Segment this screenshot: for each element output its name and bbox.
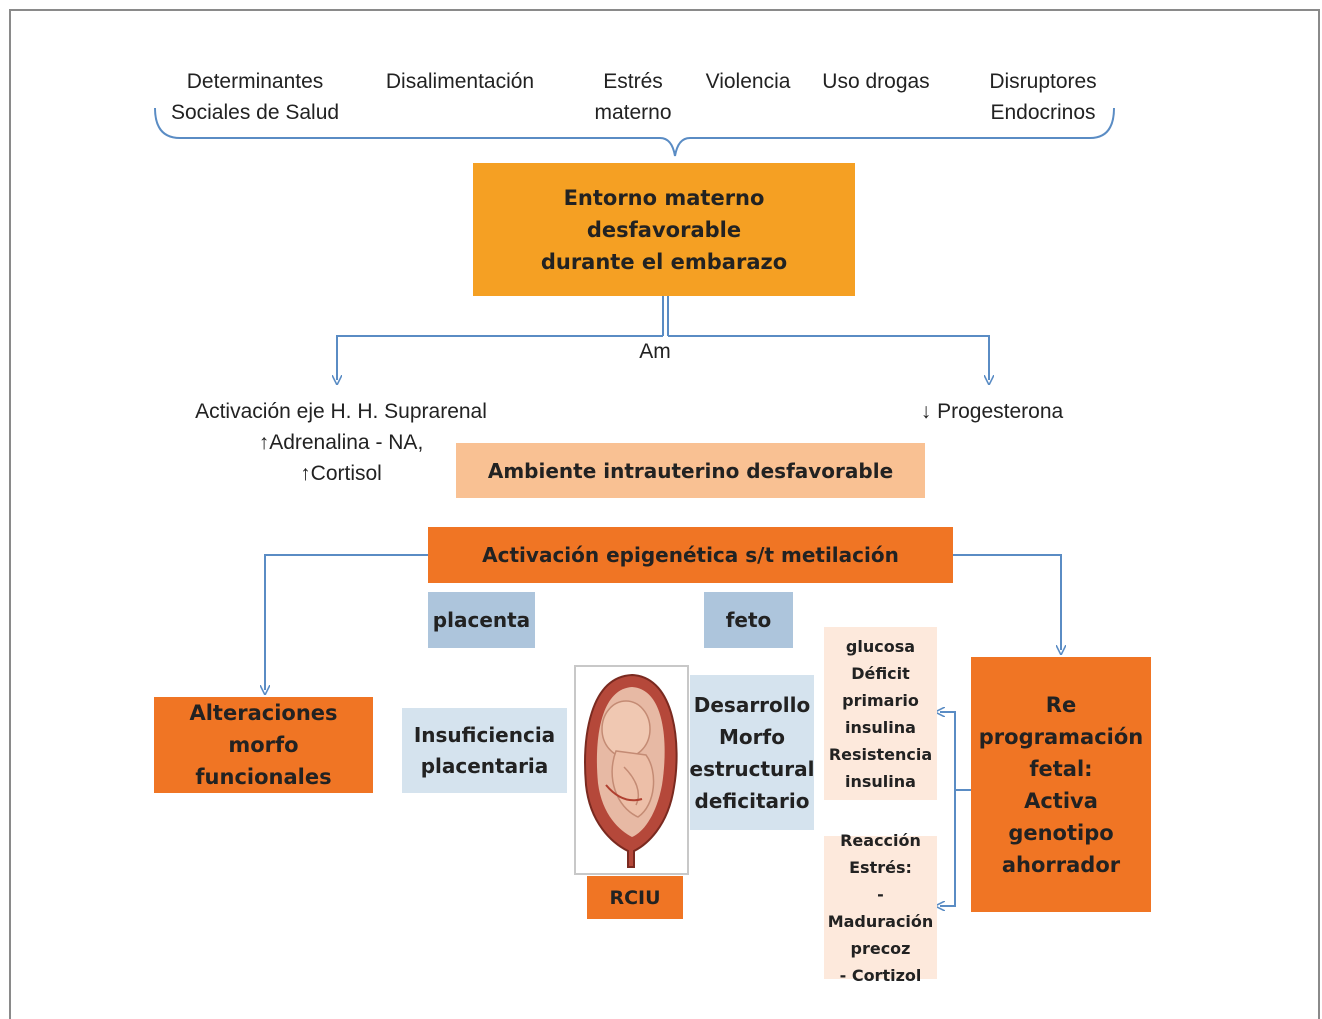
cortisol-line: ↑Cortisol: [300, 462, 382, 485]
rciu-box: RCIU: [587, 876, 683, 919]
alteraciones-box: Alteraciones morfo funcionales: [154, 697, 373, 793]
determinant-drogas: Uso drogas: [822, 70, 930, 93]
arrow-to-reprogramacion: [953, 554, 1061, 650]
am-label: Am: [639, 340, 671, 363]
glucosa-box: glucosa Déficit primario insulina Resist…: [824, 627, 937, 800]
entorno-materno-box: Entorno materno desfavorable durante el …: [473, 163, 855, 296]
determinant-sociales: Determinantes Sociales de Salud: [170, 70, 340, 124]
fetus-in-uterus-illustration: [574, 665, 689, 875]
suprarenal-line: Activación eje H. H. Suprarenal: [195, 400, 487, 423]
arrow-to-alteraciones: [265, 554, 428, 690]
arrow-to-suprarenal: [337, 335, 663, 380]
arrow-to-progesterona: [668, 335, 989, 380]
adrenalina-line: ↑Adrenalina - NA,: [258, 431, 424, 454]
fetus-icon: [584, 673, 678, 868]
progesterona-label: ↓ Progesterona: [920, 400, 1064, 423]
determinant-violencia: Violencia: [705, 70, 791, 93]
placenta-box: placenta: [428, 592, 535, 648]
determinant-disruptores: Disruptores Endocrinos: [989, 70, 1097, 124]
ambiente-intrauterino-box: Ambiente intrauterino desfavorable: [456, 443, 925, 498]
insuficiencia-box: Insuficiencia placentaria: [402, 708, 567, 793]
activacion-epigenetica-box: Activación epigenética s/t metilación: [428, 527, 953, 583]
diagram-frame: [9, 9, 1320, 1019]
reprogramacion-box: Re programación fetal: Activa genotipo a…: [971, 657, 1151, 912]
suprarenal-activation: Activación eje H. H. Suprarenal ↑Adrenal…: [186, 396, 496, 489]
reaccion-estres-box: Reacción Estrés: - Maduración precoz - C…: [824, 831, 937, 985]
determinants-brace: [154, 107, 1115, 157]
arrow-to-reaccion: [940, 790, 956, 906]
feto-box: feto: [704, 592, 793, 648]
determinant-estres: Estrés materno: [594, 70, 672, 124]
arrow-to-glucosa: [940, 712, 971, 791]
desarrollo-box: Desarrollo Morfo estructural deficitario: [690, 675, 815, 830]
determinant-disalimentacion: Disalimentación: [385, 70, 535, 93]
